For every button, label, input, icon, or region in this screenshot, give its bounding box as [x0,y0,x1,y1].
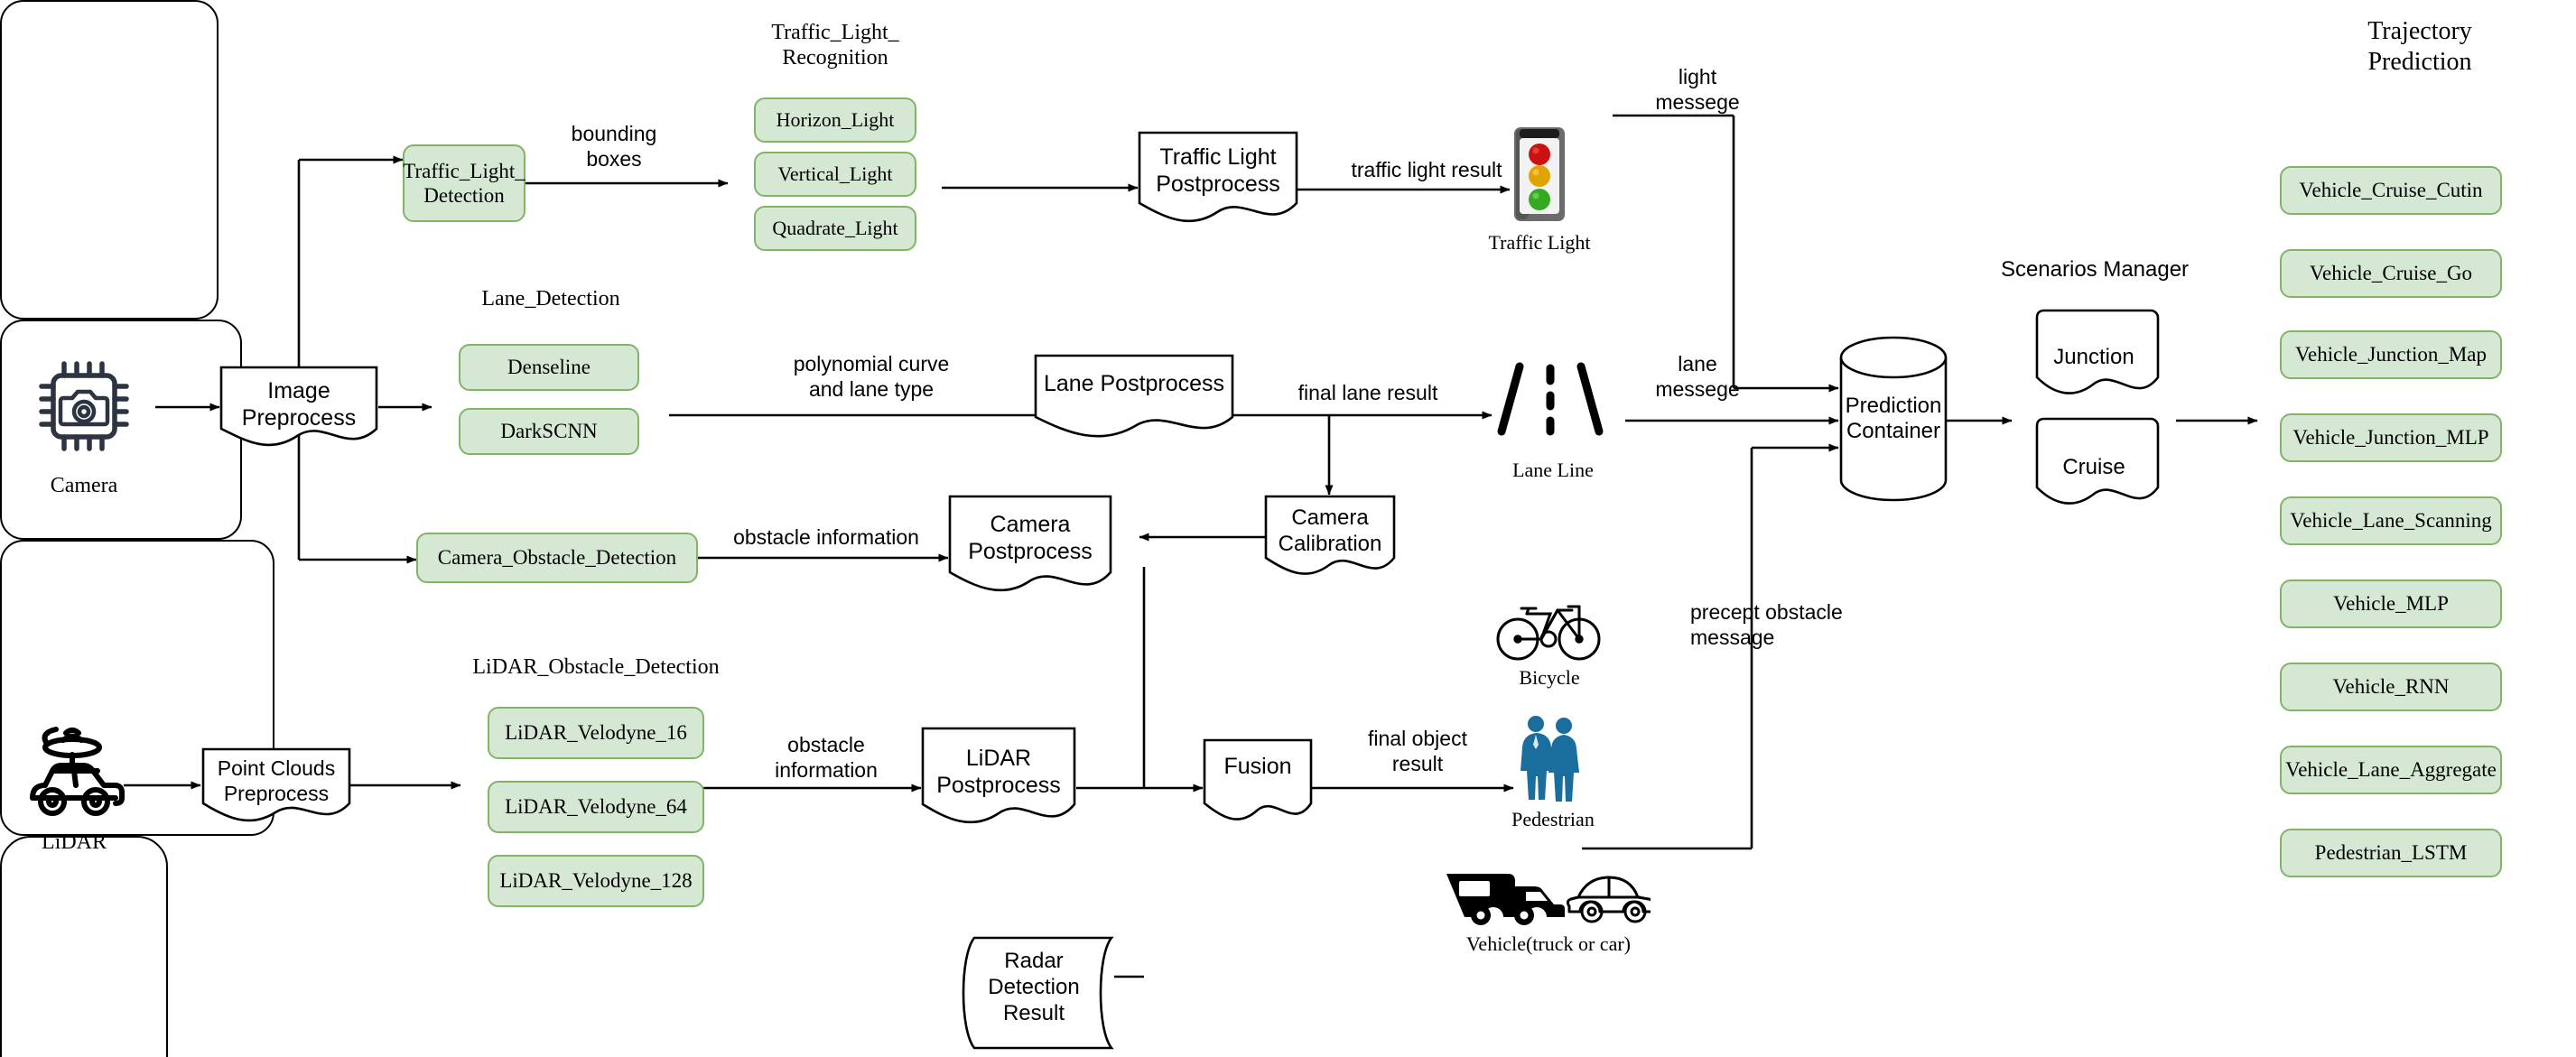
image-preprocess-label: Image Preprocess [241,378,357,431]
trajectory-prediction-title: Trajectory Prediction [2367,17,2472,76]
point-clouds-preprocess-label: Point Clouds Preprocess [217,756,336,805]
prediction-container-label: Prediction Container [1845,393,1942,443]
trajectory-item-vehicle-rnn[interactable]: Vehicle_RNN [2280,663,2502,711]
vehicle-icon [1443,868,1656,928]
bicycle-object-label: Bicycle [1519,666,1580,689]
traffic-light-icon [1511,124,1568,225]
lidar-obstacle-detection-title: LiDAR_Obstacle_Detection [472,655,720,679]
quadrate-light-box[interactable]: Quadrate_Light [754,206,916,251]
lane-detection-group [0,320,242,540]
edge-label-traffic-light-result: traffic light result [1351,158,1502,181]
camera-calibration-node: Camera Calibration [1264,495,1396,594]
lane-line-object-label: Lane Line [1512,459,1594,481]
trajectory-item-pedestrian-lstm[interactable]: Pedestrian_LSTM [2280,829,2502,877]
lane-line-icon [1494,359,1606,439]
traffic-light-recognition-title: Traffic_Light_ Recognition [771,21,899,70]
camera-obstacle-detection-box[interactable]: Camera_Obstacle_Detection [416,533,698,583]
vehicle-object-label: Vehicle(truck or car) [1465,932,1631,955]
trajectory-item-vehicle-mlp[interactable]: Vehicle_MLP [2280,579,2502,628]
edge-label-precept-obstacle-message: precept obstacle message [1690,600,1843,649]
lane-postprocess-node: Lane Postprocess [1034,354,1234,459]
traffic-light-recognition-group [0,0,219,320]
trajectory-item-vehicle-lane-scanning[interactable]: Vehicle_Lane_Scanning [2280,496,2502,545]
scenario-junction-label: Junction [2053,345,2134,369]
trajectory-item-vehicle-cruise-cutin[interactable]: Vehicle_Cruise_Cutin [2280,166,2502,215]
trajectory-item-vehicle-junction-map[interactable]: Vehicle_Junction_Map [2280,330,2502,379]
lidar-car-icon [20,722,128,821]
pedestrian-object-label: Pedestrian [1511,808,1595,830]
radar-detection-result-label: Radar Detection Result [988,949,1080,1025]
pedestrian-icon [1513,713,1587,803]
traffic-light-postprocess-node: Traffic Light Postprocess [1138,131,1298,243]
scenario-junction-node[interactable]: Junction [2028,307,2160,444]
camera-label: Camera [50,474,118,497]
prediction-container-shape [1838,336,1948,502]
scenario-cruise-label: Cruise [2062,455,2125,479]
scenarios-manager-group [0,836,168,1057]
vertical-light-box[interactable]: Vertical_Light [754,152,916,197]
traffic-light-detection-box[interactable]: Traffic_Light_ Detection [403,144,525,222]
lane-postprocess-label: Lane Postprocess [1043,371,1225,396]
scenarios-manager-title: Scenarios Manager [2000,257,2190,282]
camera-calibration-label: Camera Calibration [1278,505,1382,556]
edge-label-final-lane-result: final lane result [1297,381,1438,404]
camera-postprocess-label: Camera Postprocess [968,512,1093,564]
horizon-light-box[interactable]: Horizon_Light [754,97,916,143]
darkscnn-box[interactable]: DarkSCNN [459,408,639,455]
lane-detection-title: Lane_Detection [481,287,620,311]
traffic-light-postprocess-label: Traffic Light Postprocess [1156,144,1280,197]
edge-label-polynomial-curve: polynomial curve and lane type [793,352,950,401]
trajectory-item-vehicle-junction-mlp[interactable]: Vehicle_Junction_MLP [2280,413,2502,462]
radar-detection-result-node: Radar Detection Result [953,934,1115,1057]
fusion-node: Fusion [1203,738,1313,843]
edge-label-light-messege: light messege [1655,65,1740,114]
lidar-postprocess-node: LiDAR Postprocess [921,727,1076,851]
denseline-box[interactable]: Denseline [459,344,639,391]
edge-label-final-object-result: final object result [1368,727,1467,775]
bicycle-icon [1494,598,1603,663]
fusion-label: Fusion [1223,754,1292,779]
camera-chip-icon [34,357,134,456]
scenario-cruise-node[interactable]: Cruise [2028,415,2160,558]
trajectory-item-vehicle-cruise-go[interactable]: Vehicle_Cruise_Go [2280,249,2502,298]
traffic-light-object-label: Traffic Light [1488,231,1591,254]
trajectory-item-vehicle-lane-aggregate[interactable]: Vehicle_Lane_Aggregate [2280,746,2502,794]
lidar-label: LiDAR [42,830,107,854]
lidar-velodyne-64-box[interactable]: LiDAR_Velodyne_64 [488,781,704,833]
edge-label-obstacle-information-lidar: obstacle information [775,733,878,782]
lidar-velodyne-128-box[interactable]: LiDAR_Velodyne_128 [488,855,704,907]
image-preprocess-node: Image Preprocess [219,366,378,464]
point-clouds-preprocess-node: Point Clouds Preprocess [201,747,351,836]
edge-label-bounding-boxes: bounding boxes [571,122,657,171]
edge-label-lane-messege: lane messege [1655,352,1740,401]
camera-postprocess-node: Camera Postprocess [948,495,1112,617]
lidar-velodyne-16-box[interactable]: LiDAR_Velodyne_16 [488,707,704,759]
lidar-postprocess-label: LiDAR Postprocess [936,746,1061,798]
edge-label-obstacle-information-camera: obstacle information [733,525,919,549]
